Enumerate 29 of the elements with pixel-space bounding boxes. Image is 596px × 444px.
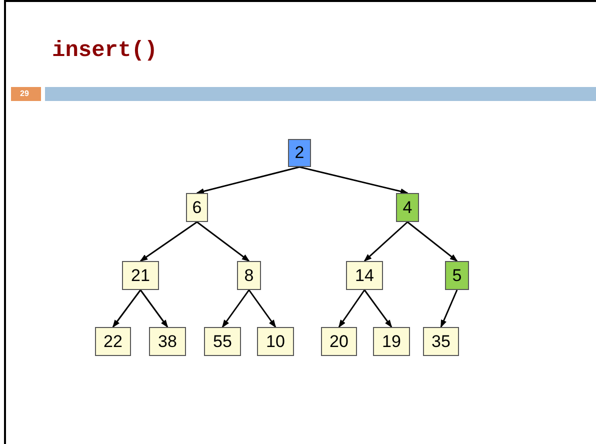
heap-node-box: 35 [423,327,459,356]
arrow [140,221,198,262]
arrow [407,221,458,262]
heap-node-box: 4 [396,193,419,222]
heap-node-box: 19 [373,327,410,356]
heap-node-box: 6 [186,193,208,222]
arrow [222,290,250,328]
heap-node-box: 38 [149,327,186,356]
arrow [299,166,408,194]
slide-number: 29 [11,87,41,101]
arrow [112,290,142,328]
arrow [338,290,366,328]
arrow [248,290,276,328]
arrow [140,290,168,328]
heap-node-box: 2 [288,139,311,167]
arrow [196,166,300,194]
heap-node-box: 14 [346,261,383,290]
slide-title: insert() [52,40,158,62]
heap-node-box: 22 [95,327,131,356]
heap-node-box: 8 [237,261,261,290]
arrow [196,221,250,262]
heap-node-box: 20 [321,327,357,356]
heap-node-box: 21 [122,261,159,290]
arrow [440,290,458,328]
arrow [364,221,408,262]
heap-node-box: 5 [445,261,469,290]
arrow [364,290,392,328]
heap-node-box: 10 [257,327,294,356]
heap-node-box: 55 [204,327,241,356]
